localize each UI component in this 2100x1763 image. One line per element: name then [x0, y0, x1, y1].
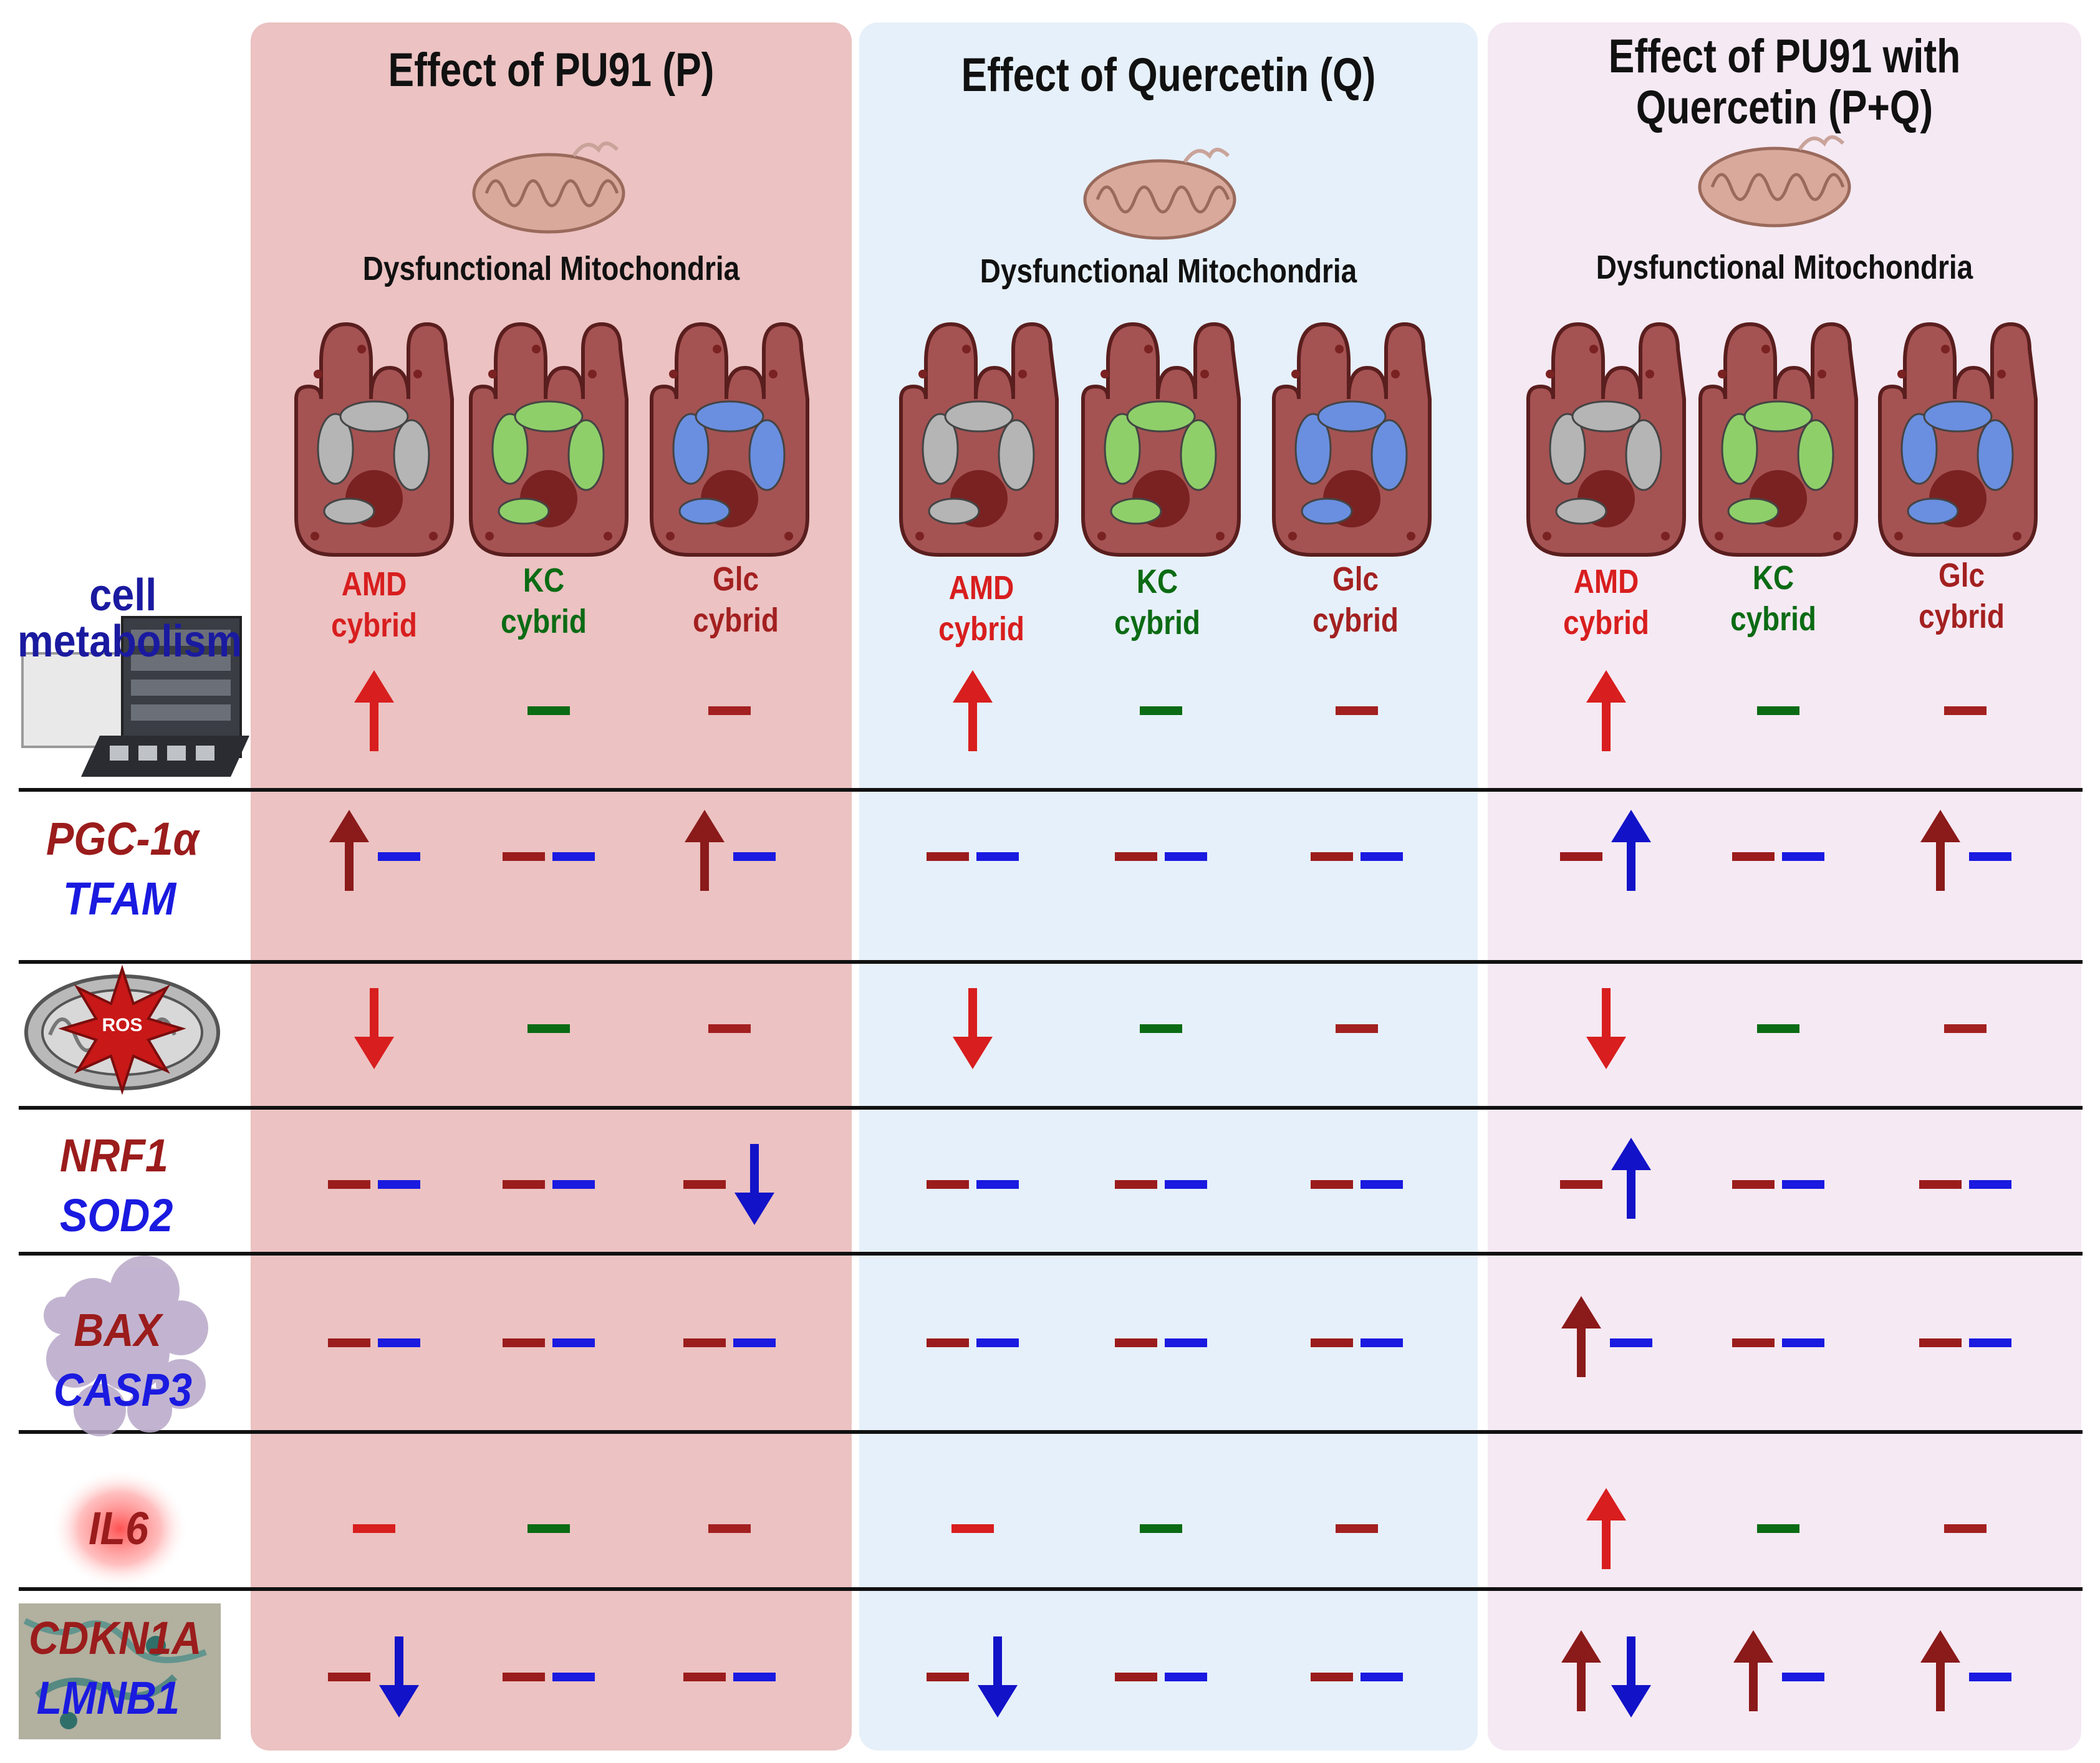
mito-label-pu91: Dysfunctional Mitochondria [362, 250, 740, 287]
row-divider [19, 788, 2083, 792]
row-label-nrf1-sod2: NRF1 SOD2 [60, 1130, 173, 1241]
mito-label-pu91-quercetin: Dysfunctional Mitochondria [1596, 249, 1973, 286]
row-divider [19, 1587, 2083, 1591]
row-divider [19, 960, 2083, 964]
panel-title-pu91-quercetin: Effect of PU91 with Quercetin (P+Q) [1608, 30, 1961, 134]
panel-title-pu91: Effect of PU91 (P) [388, 44, 715, 97]
row-divider [19, 1252, 2083, 1256]
ros-label: ROS [102, 1015, 143, 1035]
panel-pu91-quercetin [1488, 22, 2081, 1751]
row-divider [19, 1430, 2083, 1434]
mito-label-quercetin: Dysfunctional Mitochondria [980, 252, 1357, 290]
row-label-bax-casp3: BAX CASP3 [54, 1304, 193, 1416]
row-label-pgc1a-tfam: PGC-1α TFAM [46, 813, 199, 925]
row-label-il6: IL6 [89, 1502, 149, 1554]
row-label-cell-metabolism: cell metabolism [17, 570, 243, 666]
row-label-cdkn1a-lmnb1: CDKN1A LMNB1 [29, 1612, 202, 1724]
panel-title-quercetin: Effect of Quercetin (Q) [961, 49, 1376, 102]
row-divider [19, 1106, 2083, 1110]
panel-quercetin [859, 22, 1478, 1751]
